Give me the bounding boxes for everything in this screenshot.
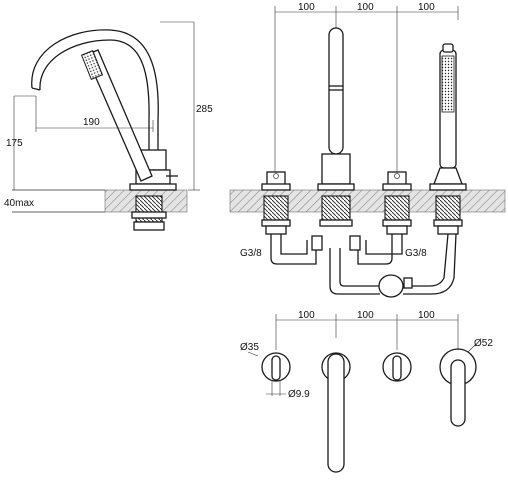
dim-dia-pin: Ø9.9 xyxy=(288,389,310,400)
top-handle-left xyxy=(261,352,291,382)
dim-height-spout: 175 xyxy=(6,138,23,149)
top-view: 100 100 100 Ø35 Ø9.9 Ø52 xyxy=(240,310,493,473)
dim-top-3: 100 xyxy=(418,2,435,13)
thread-label-left: G3/8 xyxy=(240,248,262,259)
top-spout xyxy=(327,353,345,473)
thread-label-right: G3/8 xyxy=(405,248,427,259)
hose-weight xyxy=(378,274,404,298)
dim-bottom-3: 100 xyxy=(418,310,435,321)
side-spout xyxy=(31,29,159,121)
side-handshower xyxy=(85,49,153,182)
dim-dia-handle: Ø35 xyxy=(240,342,259,353)
dim-dia-handshower: Ø52 xyxy=(474,338,493,349)
dim-top-2: 100 xyxy=(357,2,374,13)
hose xyxy=(329,248,380,295)
side-view: 285 175 190 40max xyxy=(4,21,213,231)
dim-top-1: 100 xyxy=(298,2,315,13)
front-valve-right xyxy=(384,195,410,221)
top-handle-right xyxy=(382,352,412,382)
dim-bottom-2: 100 xyxy=(357,310,374,321)
pipe-right xyxy=(357,234,393,265)
dim-deck-max: 40max xyxy=(4,198,34,209)
front-spout-shank xyxy=(321,195,351,221)
front-valve-left xyxy=(263,195,289,221)
dim-height-total: 285 xyxy=(196,104,213,115)
top-handshower xyxy=(450,359,466,427)
dim-reach: 190 xyxy=(83,117,100,128)
pipe-left xyxy=(270,234,317,265)
dim-bottom-1: 100 xyxy=(298,310,315,321)
front-view: 100 100 100 xyxy=(229,2,506,298)
front-handshower-shank xyxy=(435,195,461,221)
front-spout xyxy=(328,27,344,155)
